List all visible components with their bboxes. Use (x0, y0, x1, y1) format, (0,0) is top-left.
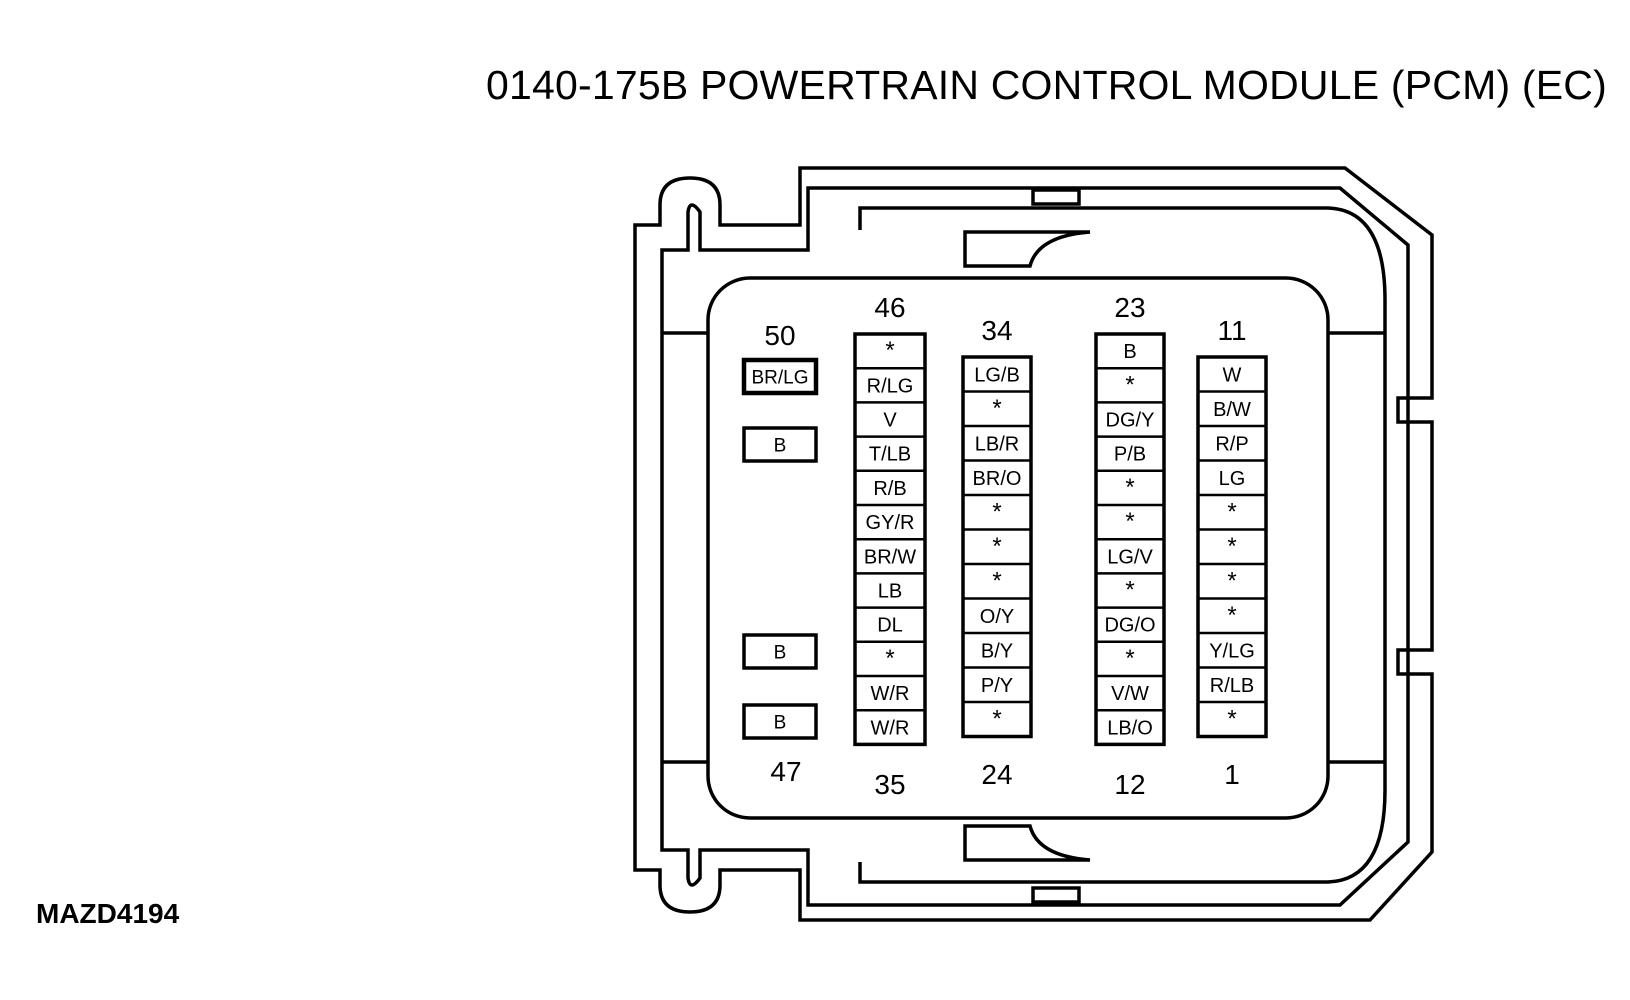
figure-id: MAZD4194 (36, 898, 180, 929)
pin-cell-label: * (1125, 645, 1134, 672)
pin-cell-label: * (1227, 705, 1236, 732)
pin-cell-label: * (885, 645, 894, 672)
pin-cell-label: W/R (871, 717, 910, 739)
pin-cell-label: B (1123, 341, 1136, 363)
housing-third-shell (858, 206, 1387, 884)
pin-cell-label: LB (878, 581, 902, 603)
housing-second-shell (660, 186, 1410, 907)
left-pin-label: B (774, 643, 787, 664)
pin-cell-label: LB/R (975, 433, 1019, 455)
column-top-pin-number: 46 (874, 292, 905, 323)
pin-cell-label: * (1125, 371, 1134, 398)
pin-layer: * R/LG V T/LB R/B GY/R BR/W LB DL * W/R W/R 46 35 LG/B… (741, 292, 1268, 800)
pin-cell-label: * (1227, 602, 1236, 629)
pin-cell-label: V/W (1111, 683, 1149, 705)
connector-housing (633, 166, 1434, 922)
pin-cell-label: DG/Y (1106, 410, 1155, 432)
top-clip (963, 230, 1091, 268)
column-bottom-pin-number: 1 (1224, 759, 1240, 790)
left-pin-box (742, 633, 818, 670)
pin-field-border (706, 276, 1330, 820)
diagram-title: 0140-175B POWERTRAIN CONTROL MODULE (PCM… (486, 62, 1607, 108)
left-top-pin-number: 50 (764, 320, 795, 351)
column-bottom-pin-number: 24 (981, 759, 1012, 790)
column-bottom-pin-number: 35 (874, 769, 905, 800)
bottom-clip (963, 824, 1091, 862)
pin-cell-label: Y/LG (1209, 640, 1255, 662)
pin-cell-label: * (1125, 577, 1134, 604)
bottom-latch (1031, 886, 1081, 904)
pin-cell-label: O/Y (980, 606, 1014, 628)
pin-cell-label: B/W (1213, 399, 1251, 421)
left-pin-label: BR/LG (751, 368, 808, 389)
pin-column-1 (961, 355, 1033, 739)
pin-cell-label: LG/B (974, 364, 1020, 386)
pin-cell-label: * (1125, 508, 1134, 535)
pin-cell-label: LG (1219, 468, 1246, 490)
pin-cell-label: * (1227, 533, 1236, 560)
pin-cell-label: * (992, 705, 1001, 732)
pin-cell-label: R/B (873, 478, 906, 500)
pin-cell-label: * (992, 395, 1001, 422)
pin-cell-label: R/P (1215, 433, 1248, 455)
pin-cell-label: T/LB (869, 444, 911, 466)
pin-column-3 (1196, 355, 1268, 739)
column-top-pin-number: 23 (1114, 292, 1145, 323)
pin-cell-label: BR/O (973, 468, 1022, 490)
pin-cell-label: LB/O (1107, 717, 1153, 739)
left-pin-box (742, 426, 818, 463)
pin-cell-label: * (1125, 474, 1134, 501)
left-pin-label: B (774, 436, 787, 457)
top-latch (1031, 188, 1081, 206)
housing-outer-shell (633, 166, 1434, 922)
left-bottom-pin-number: 47 (770, 756, 801, 787)
pin-cell-label: P/Y (981, 675, 1013, 697)
pin-cell-label: R/LG (867, 375, 914, 397)
left-pin-box (741, 357, 819, 396)
pin-cell-label: BR/W (864, 546, 916, 568)
column-bottom-pin-number: 12 (1114, 769, 1145, 800)
pin-cell-label: * (992, 567, 1001, 594)
pin-cell-label: DL (877, 615, 903, 637)
pin-cell-label: * (885, 337, 894, 364)
pin-cell-label: * (1227, 498, 1236, 525)
pin-cell-label: GY/R (866, 512, 915, 534)
left-pin-box (742, 703, 818, 740)
pin-cell-label: LG/V (1107, 546, 1153, 568)
pin-cell-label: * (1227, 567, 1236, 594)
pin-cell-label: * (992, 533, 1001, 560)
column-top-pin-number: 11 (1217, 315, 1246, 346)
pin-cell-label: DG/O (1104, 615, 1155, 637)
column-top-pin-number: 34 (981, 315, 1012, 346)
pin-cell-label: V (883, 410, 897, 432)
pin-cell-label: B/Y (981, 640, 1013, 662)
pin-cell-label: W (1223, 364, 1242, 386)
pin-cell-label: W/R (871, 683, 910, 705)
left-pin-label: B (774, 713, 787, 734)
pin-cell-label: R/LB (1210, 675, 1254, 697)
pin-cell-label: P/B (1114, 444, 1146, 466)
pin-cell-label: * (992, 498, 1001, 525)
